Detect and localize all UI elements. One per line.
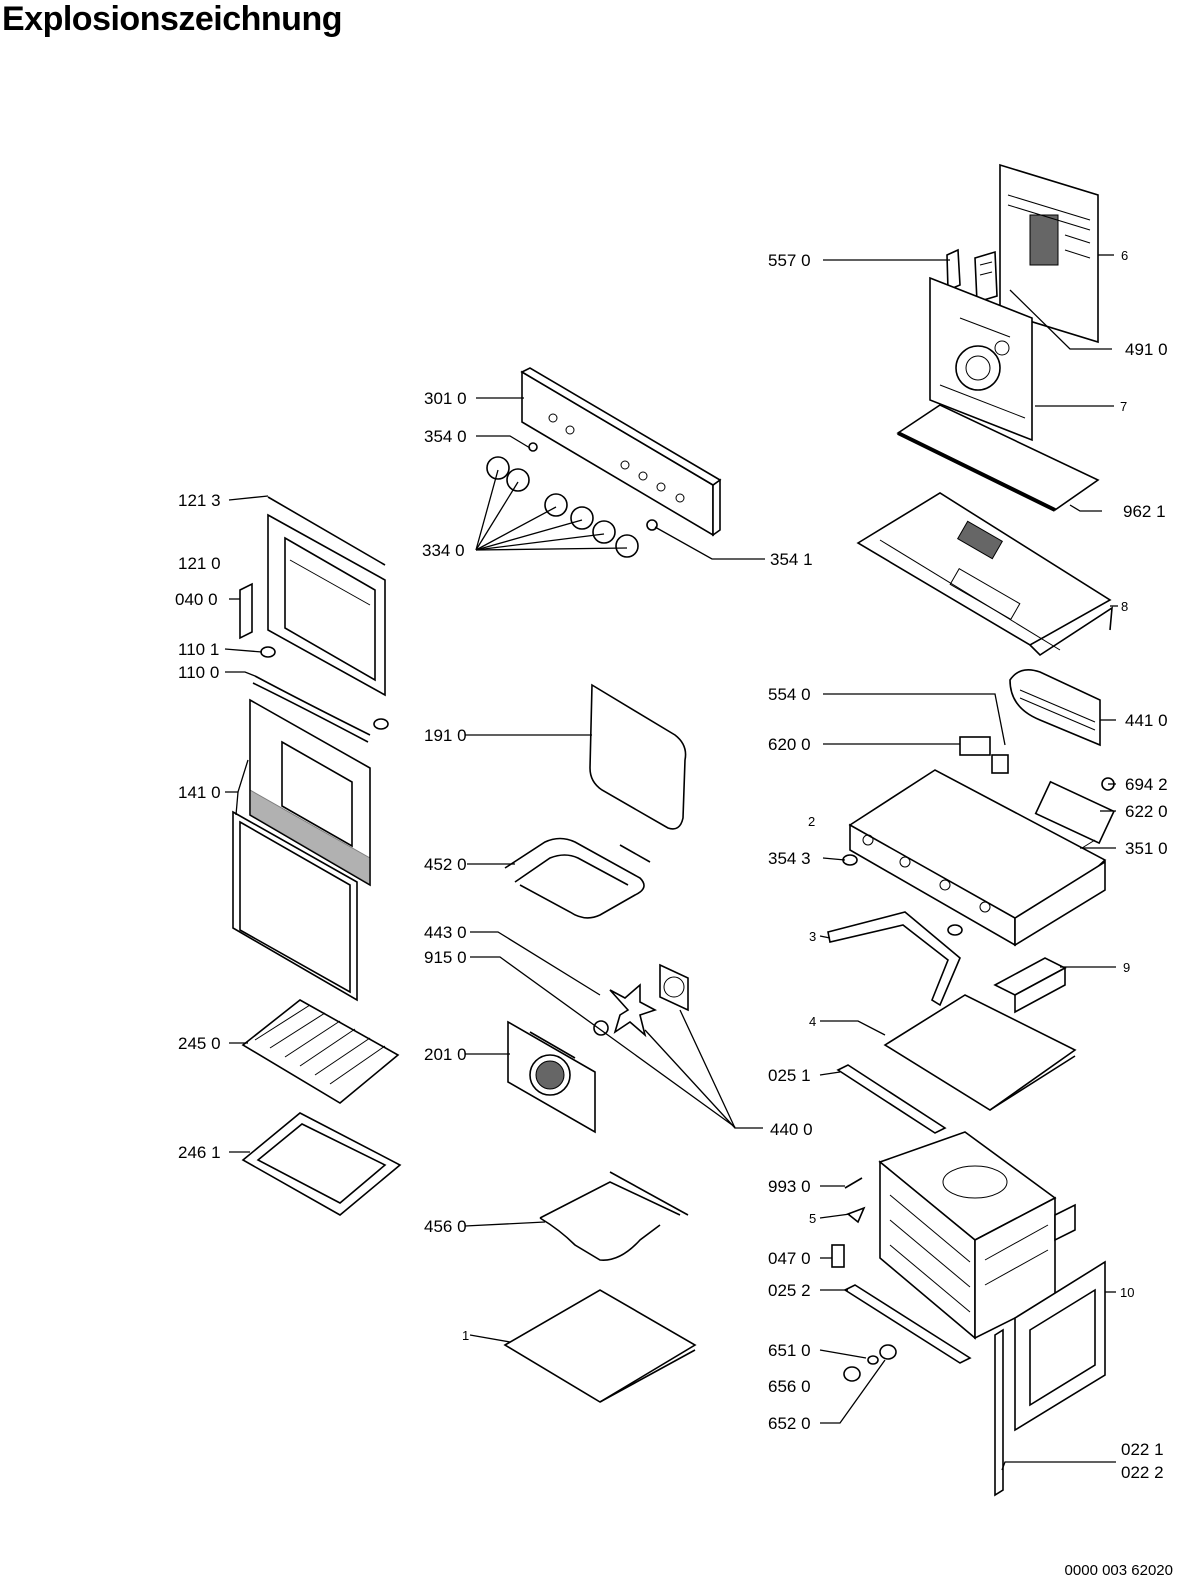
callout-3: 3 [809, 929, 816, 944]
callout-440-0: 440 0 [770, 1120, 813, 1139]
callout-334-0: 334 0 [422, 541, 465, 560]
part-962-insulation [896, 404, 1100, 512]
callout-452-0: 452 0 [424, 855, 467, 874]
callout-047-0: 047 0 [768, 1249, 811, 1268]
callout-993-0: 993 0 [768, 1177, 811, 1196]
callout-022-1: 022 1 [1121, 1440, 1164, 1459]
callout-8: 8 [1121, 599, 1128, 614]
callout-622-0: 622 0 [1125, 802, 1168, 821]
callout-022-2: 022 2 [1121, 1463, 1164, 1482]
callout-141-0: 141 0 [178, 783, 221, 802]
part-3-rail [827, 911, 961, 1007]
callout-456-0: 456 0 [424, 1217, 467, 1236]
callout-110-0: 110 0 [178, 663, 219, 682]
part-452-grill-element [504, 837, 651, 919]
part-110-door-handle [252, 646, 389, 743]
part-441-cooling-fan [1009, 669, 1115, 791]
callout-557-0: 557 0 [768, 251, 811, 270]
callout-245-0: 245 0 [178, 1034, 221, 1053]
part-1-bottom-plate [503, 1289, 697, 1403]
callout-4: 4 [809, 1014, 816, 1029]
callout-354-1: 354 1 [770, 550, 813, 569]
callout-651-0: 651 0 [768, 1341, 811, 1360]
part-8-top-cover [856, 492, 1113, 657]
part-191-door-seal [589, 683, 687, 830]
document-number: 0000 003 62020 [1064, 1562, 1173, 1579]
part-245-wire-rack [241, 999, 400, 1104]
callout-121-3: 121 3 [178, 491, 221, 510]
part-6-rear-cover [999, 163, 1099, 344]
callout-301-0: 301 0 [424, 389, 467, 408]
callout-1: 1 [462, 1328, 469, 1343]
callout-110-1: 110 1 [178, 640, 219, 659]
callout-962-1: 962 1 [1123, 502, 1166, 521]
part-443-fan-blade [593, 963, 689, 1038]
callout-915-0: 915 0 [424, 948, 467, 967]
part-2-control-housing [842, 736, 1115, 947]
callout-656-0: 656 0 [768, 1377, 811, 1396]
part-301-control-panel [520, 367, 722, 537]
callout-5: 5 [809, 1211, 816, 1226]
callout-201-0: 201 0 [424, 1045, 467, 1064]
callout-652-0: 652 0 [768, 1414, 811, 1433]
part-456-lower-element [539, 1171, 689, 1261]
part-lamp-assembly [843, 1344, 897, 1382]
part-201-fan-cover [507, 1020, 596, 1134]
callout-354-3: 354 3 [768, 849, 811, 868]
callout-025-2: 025 2 [768, 1281, 811, 1300]
callout-labels: 557 0 491 0 6 7 962 1 8 301 0 354 0 334 … [175, 248, 1168, 1482]
part-025-2-rail [843, 1284, 972, 1364]
callout-620-0: 620 0 [768, 735, 811, 754]
part-oven-cavity [878, 1131, 1076, 1340]
callout-694-2: 694 2 [1125, 775, 1168, 794]
callout-441-0: 441 0 [1125, 711, 1168, 730]
callout-246-1: 246 1 [178, 1143, 221, 1162]
callout-2: 2 [808, 814, 815, 829]
leader-lines [224, 254, 1118, 1471]
part-small-fixings [831, 1177, 866, 1268]
part-9-bracket [993, 957, 1067, 1014]
part-121-door-frame [239, 496, 386, 697]
callout-554-0: 554 0 [768, 685, 811, 704]
callout-491-0: 491 0 [1125, 340, 1168, 359]
callout-040-0: 040 0 [175, 590, 218, 609]
callout-6: 6 [1121, 248, 1128, 263]
part-022-hinge-strip [994, 1328, 1004, 1497]
callout-191-0: 191 0 [424, 726, 467, 745]
callout-354-0: 354 0 [424, 427, 467, 446]
callout-443-0: 443 0 [424, 923, 467, 942]
callout-025-1: 025 1 [768, 1066, 811, 1085]
part-025-1-strip [836, 1064, 947, 1134]
part-4-plate [883, 994, 1077, 1111]
callout-121-0: 121 0 [178, 554, 221, 573]
part-246-baking-tray [241, 1112, 402, 1216]
callout-10: 10 [1120, 1285, 1134, 1300]
part-10-side-panel [1014, 1260, 1106, 1432]
part-557-bracket [946, 248, 998, 304]
callout-7: 7 [1120, 399, 1127, 414]
part-7-rear-wall [929, 276, 1033, 442]
callout-9: 9 [1123, 960, 1130, 975]
part-141-door-glass [232, 698, 371, 1002]
page-title: Explosionszeichnung [2, 0, 342, 38]
callout-351-0: 351 0 [1125, 839, 1168, 858]
